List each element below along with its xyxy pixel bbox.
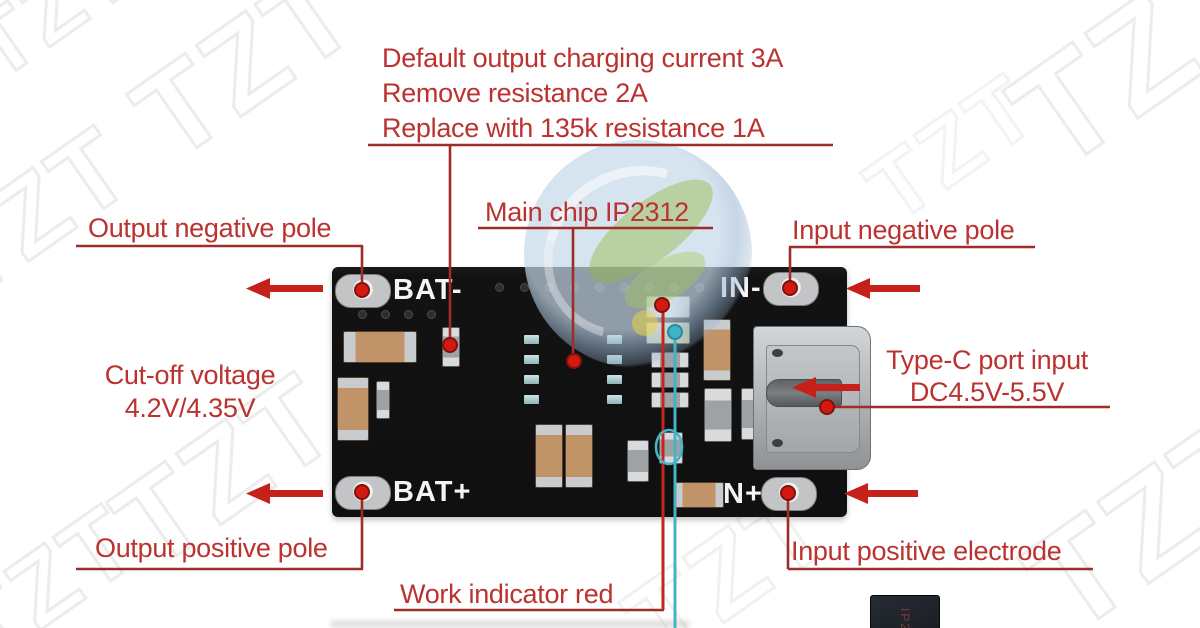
resistor [651,372,689,388]
resistor [651,352,689,368]
chip-pin [524,335,539,344]
type-c-detail [772,349,783,357]
work-indicator-led-red [646,296,690,318]
via [670,283,679,292]
silk-in-minus-label: IN- [720,272,762,304]
chip-pin [524,375,539,384]
chip-pin [607,335,622,344]
typec-line-2: DC4.5V-5.5V [909,377,1065,407]
main-chip-ip2312: IP2312 [870,595,940,628]
resistor [376,381,390,419]
chip-pin [607,375,622,384]
work-indicator-label: Work indicator red [400,579,614,609]
arrow-shaft [268,285,323,292]
capacitor [535,424,563,488]
silk-bat-plus-label: BAT+ [393,476,472,508]
capacitor [674,482,724,508]
capacitor [565,424,593,488]
resistor [704,388,732,442]
input-negative-label: Input negative pole [792,215,1015,245]
arrow-in-negative [846,278,870,299]
full-indicator-led [646,322,690,344]
pad-bat-negative [335,274,391,308]
top-note-line-3: Replace with 135k resistance 1A [382,113,765,143]
input-positive-label: Input positive electrode [791,536,1062,566]
type-c-slot [766,379,842,407]
silk-bat-minus-label: BAT- [393,274,463,306]
resistor [627,440,649,482]
chip-pin [524,395,539,404]
capacitor [703,319,731,381]
chip-pin [607,355,622,364]
via [495,283,504,292]
indicator-led-blue [659,432,683,464]
pad-in-negative [763,272,819,306]
capacitor [337,377,369,441]
via [520,283,529,292]
via [381,310,390,319]
tzt-watermark: TZT [109,0,383,187]
arrow-bat-negative [246,278,270,299]
via [620,283,629,292]
tzt-watermark: TZT [997,378,1200,628]
cutoff-line-2: 4.2V/4.35V [124,393,256,423]
chip-pin [524,355,539,364]
arrow-shaft [868,285,920,292]
top-note-label: Default output charging current 3A Remov… [382,41,783,146]
arrow-in-positive [844,483,868,504]
pad-bat-positive [335,476,391,510]
current-set-resistor [442,327,460,367]
photo-edge-artifact [330,620,690,628]
typec-line-1: Type-C port input [885,345,1088,375]
cutoff-line-1: Cut-off voltage [104,360,276,390]
chip-pin [607,395,622,404]
cutoff-voltage-label: Cut-off voltage 4.2V/4.35V [70,359,310,425]
via [570,283,579,292]
typec-label: Type-C port input DC4.5V-5.5V [862,344,1112,408]
type-c-detail [772,439,783,447]
main-chip-label: Main chip IP2312 [485,197,689,227]
top-note-line-1: Default output charging current 3A [382,43,784,73]
type-c-port [753,326,871,470]
via [545,283,554,292]
via [404,310,413,319]
output-positive-label: Output positive pole [95,533,328,563]
via [427,310,436,319]
via [645,283,654,292]
capacitor [343,331,417,363]
via [595,283,604,292]
pad-in-positive [761,477,817,511]
chip-marking: IP2312 [898,593,912,628]
via [358,310,367,319]
arrow-shaft [866,490,918,497]
output-negative-label: Output negative pole [88,213,332,243]
resistor [651,392,689,408]
via [695,283,704,292]
top-note-line-2: Remove resistance 2A [382,78,648,108]
